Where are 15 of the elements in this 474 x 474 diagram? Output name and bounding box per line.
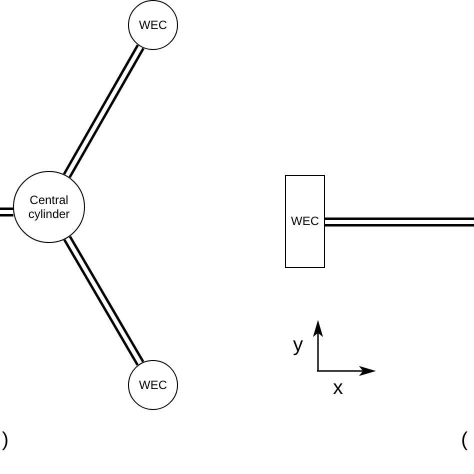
rect-node (285, 175, 325, 268)
double-line-connector (62, 44, 144, 178)
axis-label: y (293, 335, 303, 355)
double-line-connector (325, 218, 474, 226)
axis-label: x (333, 378, 343, 398)
double-line-connector (0, 208, 14, 216)
double-line-connector (63, 236, 144, 366)
panel-label: ) (2, 430, 9, 450)
node-label: WEC (139, 18, 167, 32)
node-label: WEC (291, 214, 319, 229)
circle-node (128, 360, 178, 410)
node-label: Central cylinder (27, 192, 71, 222)
panel-label: ( (461, 430, 468, 450)
circle-node (128, 0, 178, 50)
node-label: WEC (139, 378, 167, 392)
